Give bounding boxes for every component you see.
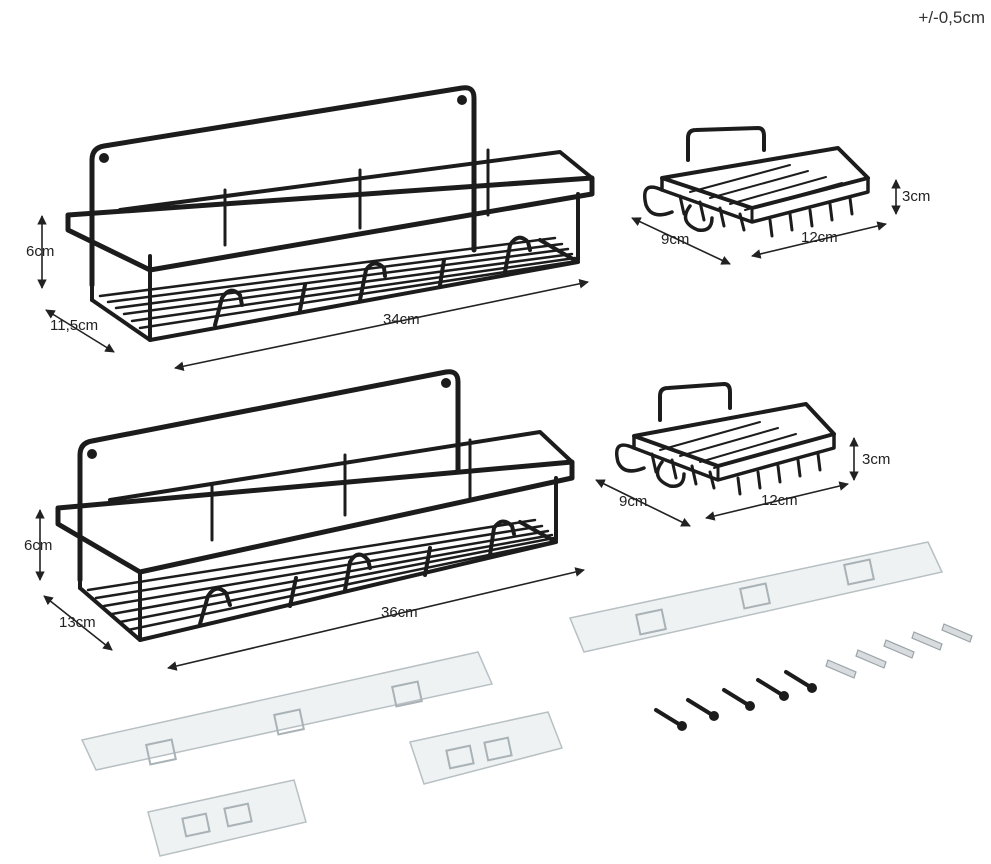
lower-shelf [55, 369, 575, 642]
lower-shelf-height-label: 6cm [24, 537, 53, 554]
lower-shelf-dimension-arrows [35, 509, 585, 671]
screws [654, 670, 817, 731]
lower-shelf-length-label: 36cm [381, 604, 418, 621]
upper-soap-dish-depth-label: 9cm [661, 231, 690, 248]
upper-soap-dish-height-label: 3cm [902, 188, 931, 205]
lower-soap-dish [615, 382, 836, 496]
upper-shelf-depth-label: 11,5cm [50, 317, 99, 334]
upper-soap-dish [643, 126, 870, 238]
adhesive-pad-large-left [80, 651, 494, 771]
upper-shelf-height-label: 6cm [26, 243, 55, 260]
upper-shelf [65, 85, 595, 342]
wall-anchors [825, 623, 973, 679]
lower-soap-dish-length-label: 12cm [761, 492, 798, 509]
lower-soap-dish-height-label: 3cm [862, 451, 891, 468]
upper-soap-dish-dimension-arrows [631, 179, 901, 265]
adhesive-pads [80, 541, 944, 857]
lower-soap-dish-depth-label: 9cm [619, 493, 648, 510]
upper-shelf-dimension-arrows [37, 215, 589, 371]
lower-soap-dish-dimension-arrows [595, 437, 859, 527]
tolerance-label: +/-0,5cm [918, 8, 985, 27]
upper-shelf-length-label: 34cm [383, 311, 420, 328]
lower-shelf-depth-label: 13cm [59, 614, 96, 631]
upper-soap-dish-length-label: 12cm [801, 229, 838, 246]
adhesive-pad-large-right [568, 541, 944, 653]
